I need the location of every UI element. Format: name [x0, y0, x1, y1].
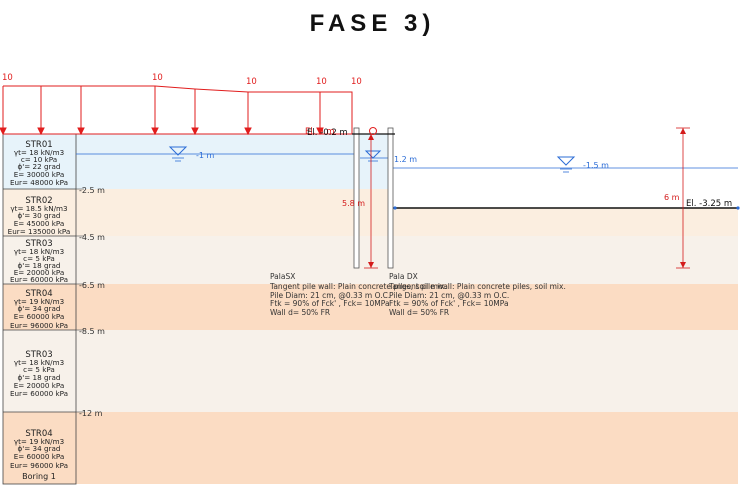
load-value: 10	[2, 73, 13, 83]
layer-band-str03	[3, 236, 738, 284]
layer-band-str04	[3, 284, 738, 330]
load-value: 10	[316, 77, 327, 87]
layer-band-str04-lower	[3, 412, 738, 484]
dimension-label: 6 m	[664, 193, 680, 202]
layer-prop: E= 60000 kPa	[14, 452, 65, 461]
layer-prop: c= 5 kPa	[23, 254, 55, 263]
layer-name: STR04	[25, 429, 52, 439]
depth-label: -8.5 m	[79, 327, 105, 336]
layer-prop: Eur= 135000 kPa	[8, 227, 71, 236]
depth-label: -6.5 m	[79, 281, 105, 290]
excavation-zone	[393, 134, 738, 208]
wall-description: Pile Diam: 21 cm, @0.33 m O.C.	[389, 291, 509, 300]
water-table-right: -1.5 m	[393, 156, 738, 173]
layer-prop: γt= 19 kN/m3	[14, 437, 64, 446]
boring-name: Boring 1	[22, 472, 56, 481]
layer-prop: ϕ'= 30 grad	[18, 211, 61, 220]
elevation-overlap-label: El. 0 m	[305, 127, 335, 137]
wall-description: Ftk = 90% of Fck' , Fck= 10MPa	[389, 299, 509, 308]
layer-prop: c= 10 kPa	[21, 155, 57, 164]
depth-label: -4.5 m	[79, 233, 105, 242]
layer-prop: ϕ'= 18 grad	[18, 261, 61, 270]
layer-prop: γt= 18 kN/m3	[14, 148, 64, 157]
phase-title: FASE 3)	[309, 10, 436, 37]
wall-description: Wall d= 50% FR	[389, 308, 449, 317]
layer-prop: E= 20000 kPa	[14, 268, 65, 277]
layer-name: STR02	[25, 196, 52, 206]
wall-description: Tangent pile wall: Plain concrete piles,…	[388, 282, 566, 291]
load-value: 10	[351, 77, 362, 87]
depth-label: -2.5 m	[79, 186, 105, 195]
dimension-label: 5.8 m	[342, 199, 365, 208]
layer-name: STR03	[25, 239, 52, 249]
wall-description: Tangent pile wall: Plain concrete piles,…	[269, 282, 447, 291]
wall-left	[353, 127, 360, 269]
water-level-label: -1.5 m	[583, 161, 609, 170]
wall-description: Ftk = 90% of Fck' , Fck= 10MPa	[270, 299, 390, 308]
dimension-right: 6 m	[664, 127, 690, 269]
layer-prop: Eur= 60000 kPa	[10, 275, 68, 284]
water-table-left: -1 m	[76, 146, 354, 162]
elevation-bottom-label: El. -3.25 m	[686, 199, 732, 209]
layer-prop: ϕ'= 34 grad	[18, 304, 61, 313]
layer-name: STR03	[25, 350, 52, 360]
load-value: 10	[246, 77, 257, 87]
layer-prop: γt= 18 kN/m3	[14, 247, 64, 256]
layer-prop: ϕ'= 22 grad	[18, 162, 61, 171]
layer-prop: Eur= 96000 kPa	[10, 461, 68, 470]
layer-prop: E= 20000 kPa	[14, 381, 65, 390]
layer-prop: ϕ'= 18 grad	[18, 373, 61, 382]
layer-prop: E= 45000 kPa	[14, 219, 65, 228]
wall-description: Pile Diam: 21 cm, @0.33 m O.C.	[270, 291, 390, 300]
water-level-label: -1 m	[196, 151, 215, 160]
layer-name: STR01	[25, 140, 52, 150]
layer-prop: E= 30000 kPa	[14, 170, 65, 179]
wall-name: Pala DX	[389, 272, 418, 281]
layer-prop: Eur= 60000 kPa	[10, 389, 68, 398]
layer-prop: γt= 18 kN/m3	[14, 358, 64, 367]
layer-prop: Eur= 48000 kPa	[10, 178, 68, 187]
layer-prop: γt= 19 kN/m3	[14, 297, 64, 306]
wall-right	[387, 127, 394, 269]
layer-prop: Eur= 96000 kPa	[10, 321, 68, 330]
layer-name: STR04	[25, 289, 52, 299]
wall-description: Wall d= 50% FR	[270, 308, 330, 317]
strut-support	[369, 127, 377, 135]
load-value: 10	[152, 73, 163, 83]
layer-prop: γt= 18.5 kN/m3	[10, 204, 67, 213]
depth-label: -12 m	[79, 409, 103, 418]
dimension-left: 5.8 m	[342, 134, 378, 269]
elevation-top-label: El. -0.2 m	[307, 128, 348, 138]
wall-name: PalaSX	[270, 272, 295, 281]
layer-band-str03-lower	[3, 330, 738, 412]
layer-prop: ϕ'= 34 grad	[18, 444, 61, 453]
water-level-label: 1.2 m	[394, 155, 417, 164]
layer-prop: E= 60000 kPa	[14, 312, 65, 321]
layer-prop: c= 5 kPa	[23, 365, 55, 374]
surcharge-load: 10 10 10 10 10	[0, 73, 362, 136]
water-table-excavation: 1.2 m	[360, 150, 417, 164]
boring-log: STR01 γt= 18 kN/m3 c= 10 kPa ϕ'= 22 grad…	[2, 133, 77, 485]
